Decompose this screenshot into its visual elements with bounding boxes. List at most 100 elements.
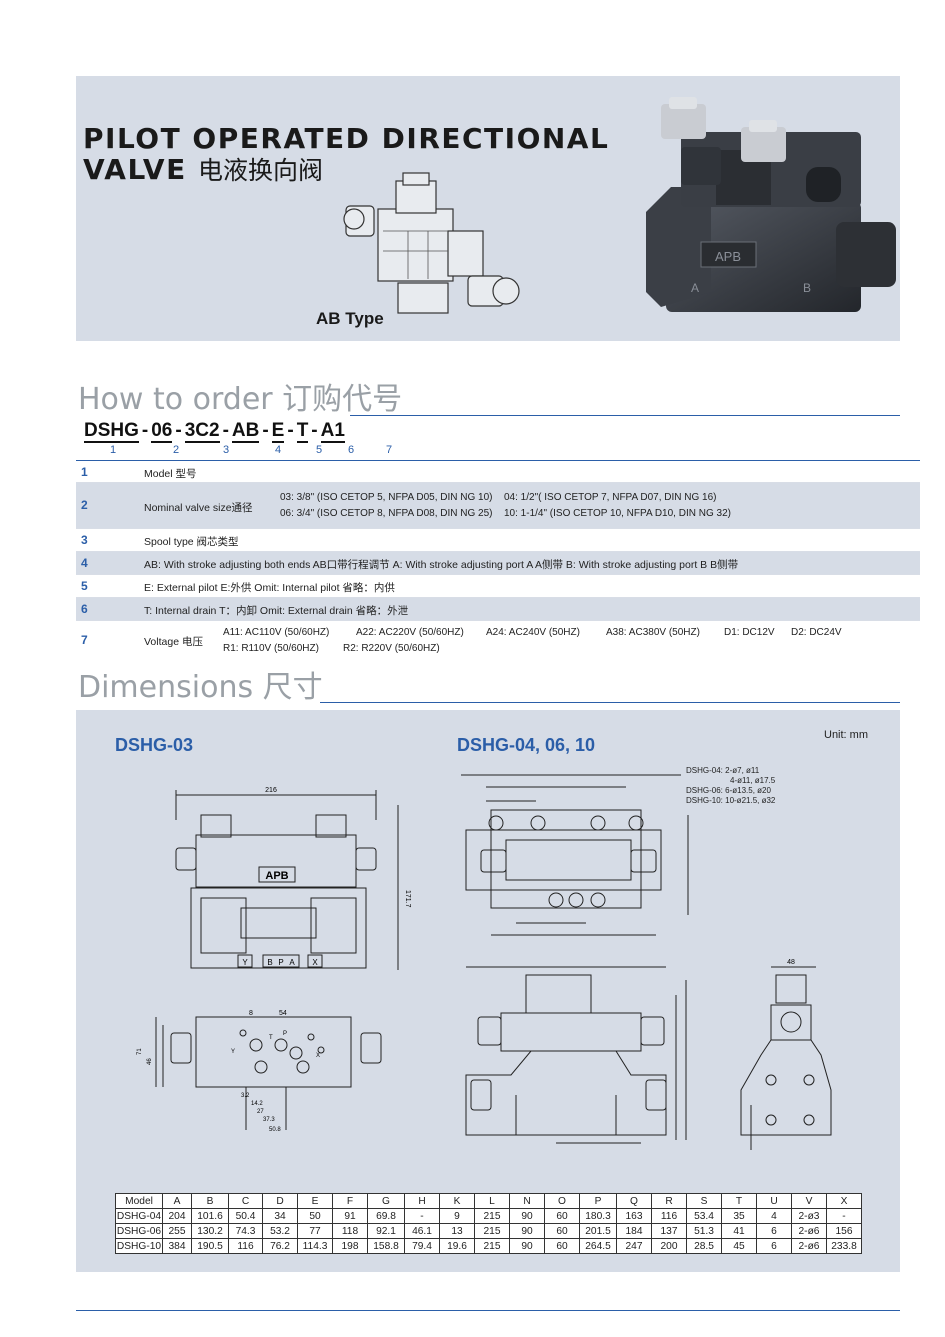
dimension-table-header-cell: U — [756, 1193, 792, 1209]
table-cell: 13 — [439, 1223, 475, 1239]
code-num-3: 3 — [223, 444, 230, 456]
dshg04-notes: DSHG-04: 2-ø7, ø11 4-ø11, ø17.5 DSHG-06:… — [686, 766, 776, 805]
svg-text:Y: Y — [231, 1049, 235, 1055]
table-cell: 200 — [651, 1238, 687, 1254]
table-cell: 6 — [756, 1223, 792, 1239]
table-cell: 118 — [332, 1223, 368, 1239]
svg-text:8: 8 — [249, 1010, 253, 1017]
dshg03-height: 171.7 — [404, 890, 411, 908]
order-table: 1 Model 型号 2 Nominal valve size通径 03: 3/… — [76, 460, 920, 661]
table-cell: 198 — [332, 1238, 368, 1254]
table-cell: 90 — [509, 1208, 545, 1224]
ab-type-valve-drawing — [343, 172, 520, 314]
code-seg-7: A1 — [320, 420, 345, 443]
order-row-1: 1 Model 型号 — [76, 460, 920, 482]
dimension-table-header-cell: D — [262, 1193, 298, 1209]
table-cell: - — [826, 1208, 862, 1224]
table-cell: DSHG-04 — [115, 1208, 163, 1224]
code-seg-2: 06 — [151, 420, 173, 443]
svg-text:46: 46 — [147, 1058, 153, 1065]
svg-text:P: P — [283, 1031, 287, 1037]
svg-text:T: T — [269, 1035, 273, 1041]
svg-text:54: 54 — [279, 1010, 287, 1017]
dshg03-logo: APB — [265, 870, 288, 882]
table-cell: 9 — [439, 1208, 475, 1224]
table-cell: 69.8 — [367, 1208, 405, 1224]
table-cell: 60 — [544, 1208, 580, 1224]
table-cell: 2-ø6 — [791, 1223, 827, 1239]
dimension-table-header-cell: R — [651, 1193, 687, 1209]
dimension-table-header-cell: Q — [616, 1193, 652, 1209]
dimension-table-header-cell: T — [721, 1193, 757, 1209]
how-to-order-heading: How to order 订购代号 — [78, 382, 403, 417]
table-cell: 45 — [721, 1238, 757, 1254]
dimension-table-header-cell: O — [544, 1193, 580, 1209]
svg-text:Y: Y — [242, 958, 248, 967]
code-seg-5: E — [271, 420, 285, 443]
valve-photo-port-b: B — [803, 281, 811, 295]
table-cell: 2-ø6 — [791, 1238, 827, 1254]
dimension-table-header-cell: V — [791, 1193, 827, 1209]
table-cell: 116 — [228, 1238, 263, 1254]
table-cell: 215 — [474, 1208, 510, 1224]
table-cell: 215 — [474, 1238, 510, 1254]
svg-text:P: P — [278, 958, 283, 967]
table-cell: - — [404, 1208, 440, 1224]
dimension-table-header-cell: L — [474, 1193, 510, 1209]
table-cell: 2-ø3 — [791, 1208, 827, 1224]
svg-text:27: 27 — [257, 1109, 264, 1115]
hero-title: PILOT OPERATED DIRECTIONAL VALVE 电液换向阀 — [83, 123, 609, 186]
svg-text:37.3: 37.3 — [263, 1117, 275, 1123]
order-row-4: 4 AB: With stroke adjusting both ends AB… — [76, 551, 920, 574]
code-num-6: 6 — [348, 444, 355, 456]
table-cell: 90 — [509, 1223, 545, 1239]
dimension-table-header-cell: G — [367, 1193, 405, 1209]
table-cell: 34 — [262, 1208, 298, 1224]
table-cell: 41 — [721, 1223, 757, 1239]
code-num-4: 4 — [275, 444, 282, 456]
table-cell: 90 — [509, 1238, 545, 1254]
table-cell: 384 — [162, 1238, 192, 1254]
table-cell: 190.5 — [191, 1238, 229, 1254]
dshg03-bottom-view: 54 8 3.2 14.2 27 37.3 50.8 71 46 T P X Y — [137, 1010, 382, 1133]
side-width-label: 48 — [787, 959, 795, 966]
table-cell: 4 — [756, 1208, 792, 1224]
dimensions-panel: DSHG-03 DSHG-04, 06, 10 Unit: mm 216 171… — [76, 710, 900, 1272]
table-cell: 264.5 — [579, 1238, 617, 1254]
table-cell: 255 — [162, 1223, 192, 1239]
dimension-table-header-cell: Model — [115, 1193, 163, 1209]
table-cell: 101.6 — [191, 1208, 229, 1224]
dimension-table-header-cell: A — [162, 1193, 192, 1209]
order-row-7: 7 Voltage 电压 A11: AC110V (50/60HZ) A22: … — [76, 620, 920, 661]
svg-text:B: B — [267, 958, 272, 967]
svg-text:14.2: 14.2 — [251, 1101, 263, 1107]
code-num-1: 1 — [110, 444, 117, 456]
hero-title-cn: 电液换向阀 — [197, 156, 323, 185]
valve-photo-logo: APB — [715, 249, 741, 264]
order-row-3: 3 Spool type 阀芯类型 — [76, 528, 920, 551]
dimension-table-header-cell: P — [579, 1193, 617, 1209]
table-cell: 77 — [297, 1223, 333, 1239]
svg-text:50.8: 50.8 — [269, 1127, 281, 1133]
code-num-7: 7 — [386, 444, 393, 456]
model-code: DSHG-06-3C2-AB-E-T-A1 — [84, 420, 345, 443]
table-cell: 60 — [544, 1238, 580, 1254]
table-cell: 137 — [651, 1223, 687, 1239]
code-seg-1: DSHG — [84, 420, 139, 443]
table-cell: 60 — [544, 1223, 580, 1239]
table-cell: 19.6 — [439, 1238, 475, 1254]
dshg03-width: 216 — [265, 787, 277, 794]
table-cell: 79.4 — [404, 1238, 440, 1254]
dshg03-title: DSHG-03 — [115, 735, 194, 755]
table-cell: 130.2 — [191, 1223, 229, 1239]
table-cell: 163 — [616, 1208, 652, 1224]
table-cell: 116 — [651, 1208, 687, 1224]
table-cell: 28.5 — [686, 1238, 722, 1254]
table-cell: 50.4 — [228, 1208, 263, 1224]
valve-photo: APB A B — [646, 97, 896, 312]
table-cell: 233.8 — [826, 1238, 862, 1254]
